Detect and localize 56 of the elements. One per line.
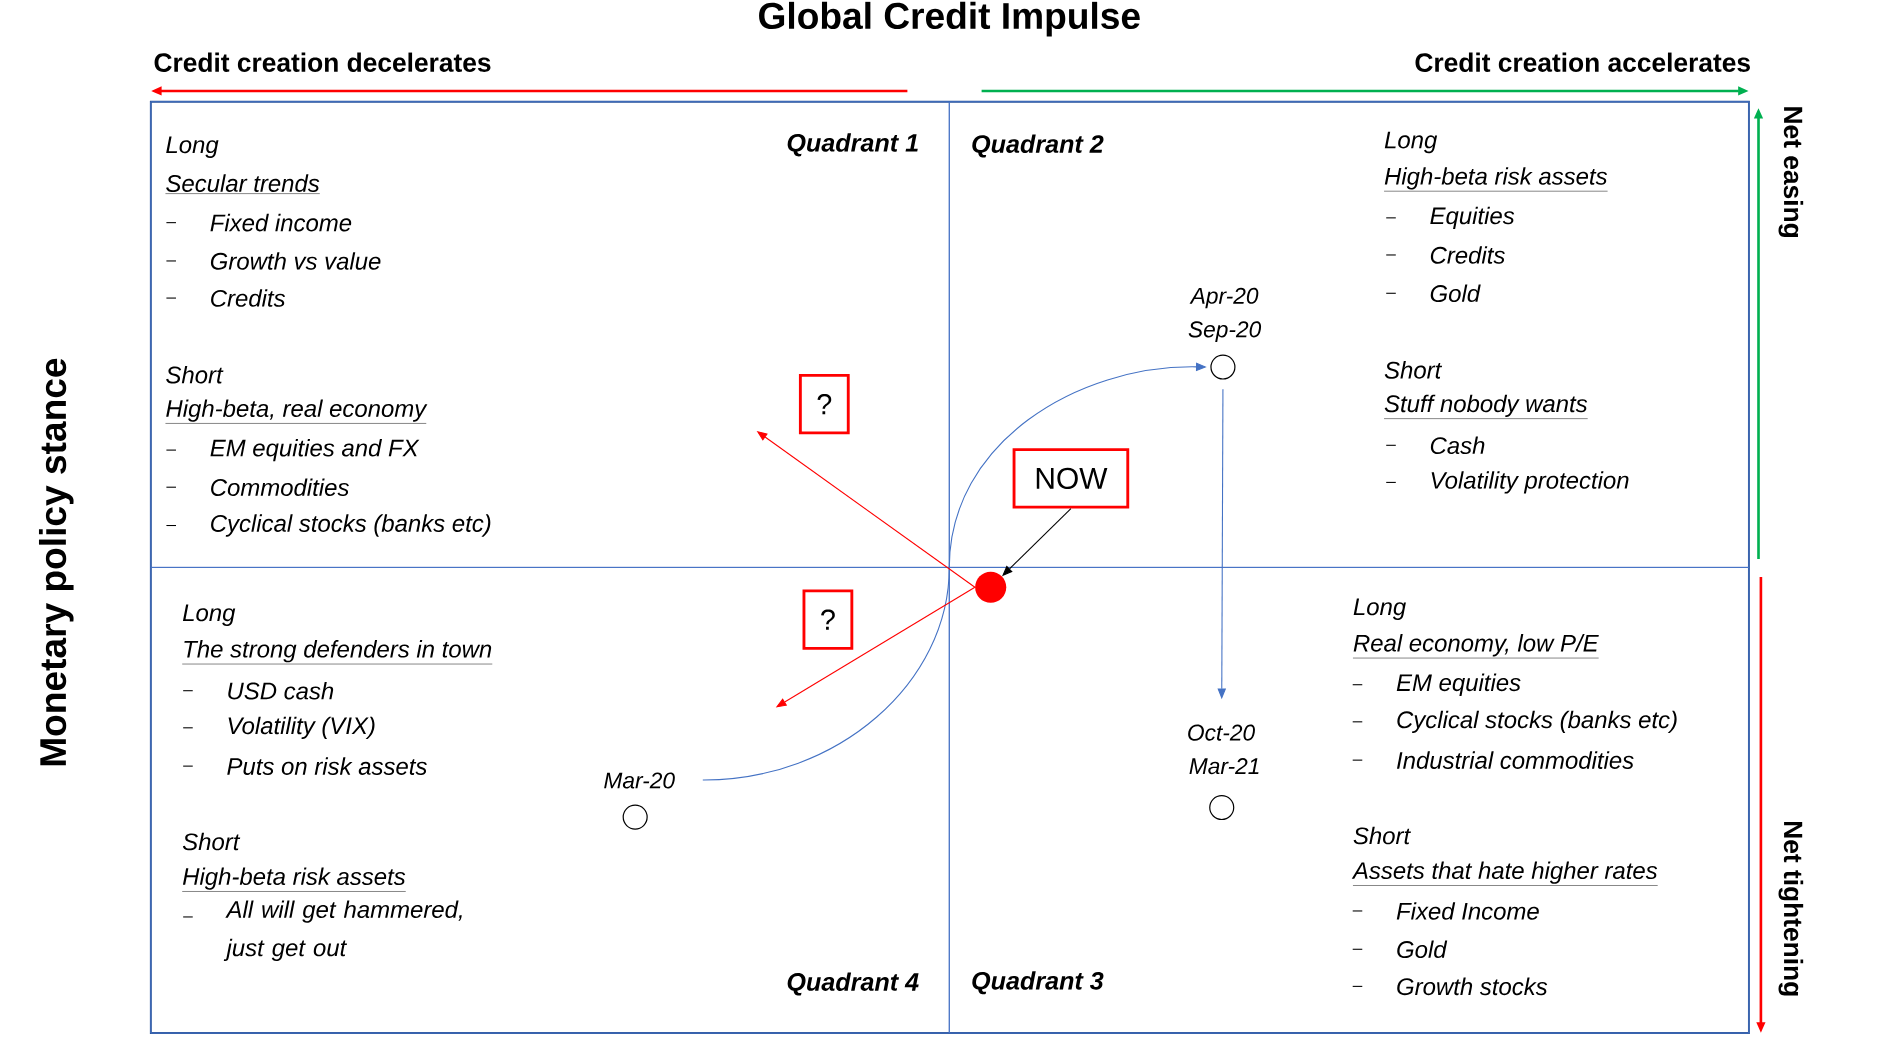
list-item: EM equities [1352, 673, 1521, 696]
axis-title: Monetary policy stance [38, 358, 74, 766]
quadrant-title: Quadrant 3 [972, 971, 1104, 995]
position-label: Long [182, 604, 236, 627]
question-box: ? [798, 374, 850, 435]
category-title: Real economy, low P/E [1352, 634, 1599, 659]
list-item: Puts on risk assets [182, 757, 427, 775]
category-title: Assets that hate higher rates [1351, 861, 1658, 886]
position-label: Short [1353, 826, 1411, 845]
category-title: The strong defenders in town [181, 640, 493, 665]
list-item: Equities [1385, 206, 1515, 230]
position-label: Short [1384, 361, 1443, 379]
date-label: Oct-20 [1188, 724, 1255, 741]
title: Global Credit Impulse [759, 1, 1140, 37]
axis-label: Credit creation accelerates [1415, 52, 1750, 72]
axis-label: Credit creation decelerates [154, 52, 491, 72]
category-title: Secular trends [165, 174, 321, 194]
list-item: Growth stocks [1352, 977, 1548, 996]
category-title: Stuff nobody wants [1383, 394, 1588, 419]
list-item: Credits [165, 289, 286, 307]
list-item: Volatility protection [1385, 471, 1629, 494]
position-label: Short [182, 832, 241, 851]
axis-label: Net easing [1778, 107, 1804, 238]
category-title: High-beta risk assets [181, 867, 406, 892]
question-box: ? [802, 589, 854, 650]
list-item: USD cash [182, 682, 334, 700]
list-item: Credits [1385, 246, 1505, 264]
list-item: Cyclical stocks (banks etc) [165, 514, 491, 537]
date-label: Apr-20 [1189, 287, 1259, 309]
position-label: Long [1353, 598, 1406, 621]
quadrant-title: Quadrant 4 [787, 972, 919, 996]
category-title: High-beta risk assets [1383, 167, 1608, 192]
date-label: Mar-20 [604, 772, 675, 789]
list-item: Gold [1352, 940, 1448, 959]
position-label: Long [1384, 131, 1438, 154]
quadrant-title: Quadrant 1 [787, 133, 918, 157]
quadrant-title: Quadrant 2 [972, 134, 1104, 158]
list-item: All will get hammered, just get out [182, 900, 462, 962]
current-position-dot [975, 571, 1007, 603]
category-title: High-beta, real economy [165, 399, 428, 424]
date-label: Mar-21 [1189, 758, 1259, 775]
list-item: Growth vs value [165, 252, 381, 270]
position-label: Long [166, 136, 219, 159]
list-item: EM equities and FX [165, 439, 420, 462]
list-item: Commodities [165, 478, 349, 497]
axis-label: Net tightening [1778, 822, 1804, 996]
list-item: Cash [1385, 436, 1485, 455]
position-label: Short [166, 366, 224, 384]
now-label-box: NOW [1012, 448, 1130, 509]
list-item: Fixed Income [1352, 902, 1539, 920]
list-item: Volatility (VIX) [182, 716, 375, 740]
date-label: Sep-20 [1188, 321, 1262, 342]
list-item: Gold [1385, 284, 1481, 303]
list-item: Industrial commodities [1352, 751, 1634, 769]
list-item: Cyclical stocks (banks etc) [1352, 710, 1677, 734]
list-item: Fixed income [165, 213, 352, 232]
